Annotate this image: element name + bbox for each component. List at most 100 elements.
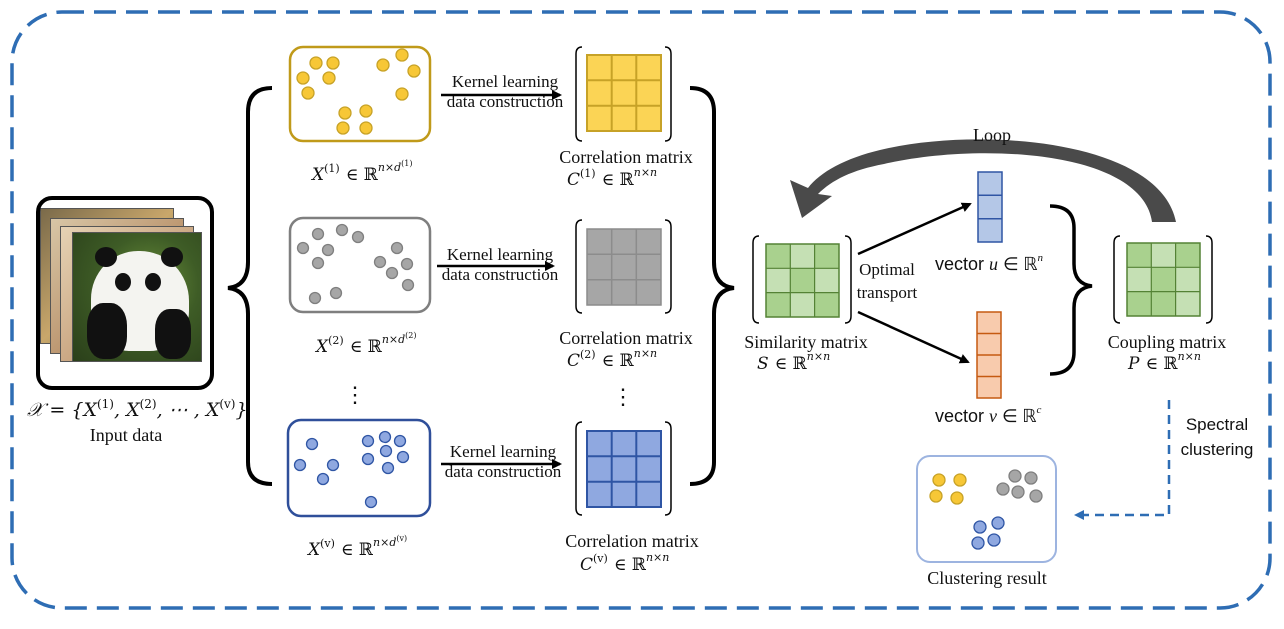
vector-u-glyph [977, 171, 1003, 243]
panda-eye-right [145, 273, 161, 291]
view3-point [381, 461, 395, 475]
result-point [1008, 469, 1022, 483]
matrix-bracket-right [664, 421, 672, 516]
view3-point [305, 437, 319, 451]
coupling-cell [1127, 243, 1152, 268]
matrix-bracket-left [575, 219, 583, 314]
coupling-cell [1175, 243, 1200, 268]
view2-matrix-grid [586, 228, 662, 306]
view2-x-formula: X(2)∈ ℝn×d(2) [314, 331, 417, 357]
view2-point [311, 256, 325, 270]
vector-v-glyph [976, 311, 1002, 399]
result-point [932, 473, 946, 487]
view3-correlation-matrix [575, 421, 672, 516]
view2-point [329, 286, 343, 300]
matrix-bracket-right [1205, 235, 1213, 324]
view1-point [309, 56, 323, 70]
matrix-bracket-right [664, 46, 672, 142]
sim-cell [814, 268, 839, 293]
result-point [929, 489, 943, 503]
similarity-formula: S∈ ℝn×n [757, 350, 830, 374]
view3-point [379, 444, 393, 458]
panda-arm-right [155, 309, 191, 359]
coupling-cell [1175, 267, 1200, 292]
view1-x-formula: X(1)∈ ℝn×d(1) [310, 159, 413, 185]
vector-u-bar [977, 171, 1003, 243]
coupling-cell [1127, 267, 1152, 292]
sim-cell [790, 268, 815, 293]
loop-arrow [790, 139, 1176, 222]
similarity-matrix [752, 235, 852, 324]
view1-matrix-grid [586, 54, 662, 132]
view3-arrow-label-2: data construction [445, 462, 562, 481]
view1-point [376, 58, 390, 72]
view2-point [296, 241, 310, 255]
sim-cell [790, 292, 815, 317]
view3-point [361, 452, 375, 466]
view2-data-box [288, 216, 432, 314]
view2-corr-label: Correlation matrix [559, 328, 692, 348]
matrix-bracket-left [752, 235, 760, 324]
view1-point [407, 64, 421, 78]
views-ellipsis-left: ⋮ [344, 382, 366, 407]
sim-cell [790, 244, 815, 269]
view2-correlation-matrix [575, 219, 672, 314]
panda-eye-left [115, 273, 131, 291]
optimal-transport-line2: transport [857, 283, 918, 302]
view1-point [395, 87, 409, 101]
view1-corr-label: Correlation matrix [559, 147, 692, 167]
input-data-label: Input data [90, 425, 162, 445]
view1-point [326, 56, 340, 70]
view3-point [396, 450, 410, 464]
view3-c-formula: C(v)∈ ℝn×n [580, 551, 669, 575]
result-point [950, 491, 964, 505]
ot-arrow-to-v [857, 310, 970, 364]
result-point [1011, 485, 1025, 499]
view2-point [385, 266, 399, 280]
view1-point [338, 106, 352, 120]
view3-matrix-grid [586, 430, 662, 508]
result-point [953, 473, 967, 487]
view1-point [359, 121, 373, 135]
result-point [973, 520, 987, 534]
view2-point [373, 255, 387, 269]
similarity-label: Similarity matrix [744, 332, 868, 352]
view3-corr-label: Correlation matrix [565, 531, 698, 551]
view1-correlation-matrix [575, 46, 672, 142]
view1-point [336, 121, 350, 135]
panda-arm-left [87, 303, 127, 359]
clustering-result-label: Clustering result [927, 568, 1047, 588]
view2-c-formula: C(2)∈ ℝn×n [567, 347, 657, 371]
result-point [1024, 471, 1038, 485]
sim-grid-border [765, 243, 840, 318]
coupling-matrix [1113, 235, 1213, 324]
coupling-cell [1127, 291, 1152, 316]
coupling-formula: P∈ ℝn×n [1127, 350, 1201, 374]
sim-cell [814, 244, 839, 269]
outer-dashed-frame [10, 10, 1272, 610]
view2-point [400, 257, 414, 271]
input-image-panda [72, 232, 202, 362]
view2-point [351, 230, 365, 244]
view1-points [296, 48, 421, 135]
sim-cell [766, 268, 791, 293]
view3-point [316, 472, 330, 486]
matrix-bracket-right [664, 219, 672, 314]
spectral-arrow [1074, 400, 1171, 520]
matrix-bracket-left [575, 46, 583, 142]
ot-arrow-to-u [857, 202, 972, 256]
panda-ear-left [95, 247, 117, 267]
view1-data-box [288, 45, 432, 143]
matrix-bracket-left [1113, 235, 1121, 324]
input-formula: 𝒳 = {X(1), X(2), ⋯ , X(v)} [27, 397, 248, 421]
view1-arrow-label-2: data construction [447, 92, 564, 111]
clustering-result-box [916, 455, 1057, 563]
view1-arrow-label-1: Kernel learning [452, 72, 559, 91]
matrix-bracket-left [575, 421, 583, 516]
view3-point [378, 430, 392, 444]
view2-point [390, 241, 404, 255]
optimal-transport-line1: Optimal [859, 260, 915, 279]
sim-cell [814, 292, 839, 317]
